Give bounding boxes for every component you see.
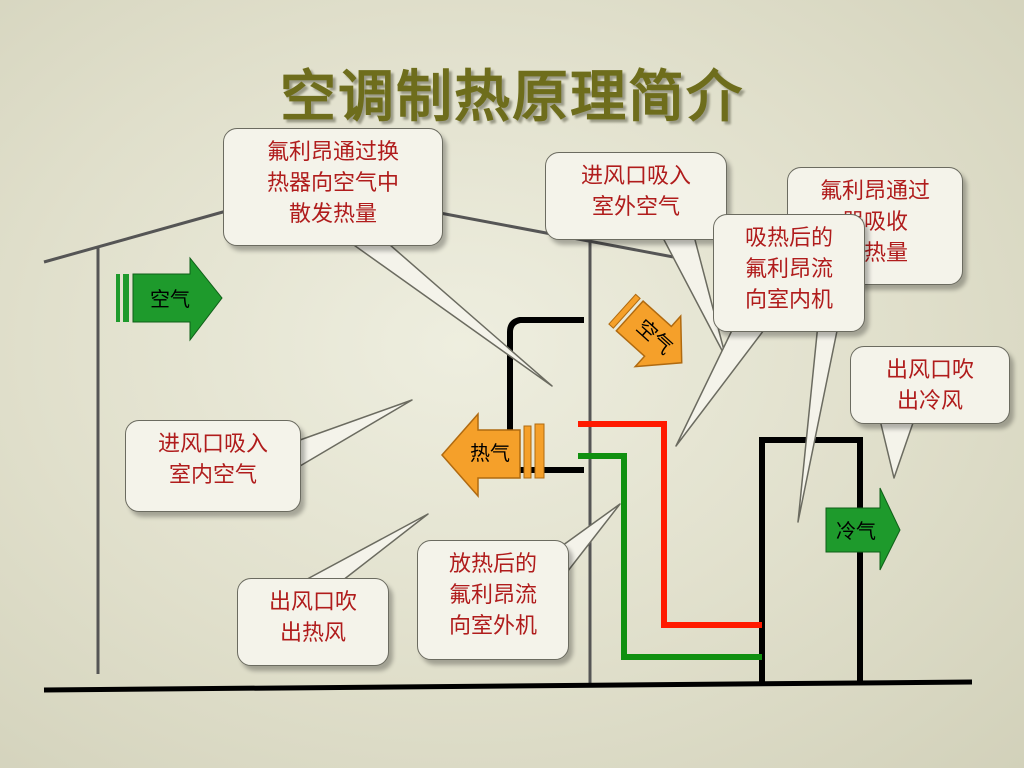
indoor-outlet-hot-callout: 出风口吹 出热风	[237, 578, 389, 666]
cold-refrigerant-pipe	[578, 453, 762, 660]
cold-air-label: 冷气	[836, 519, 876, 543]
outdoor-intake-callout: 进风口吸入 室外空气	[545, 152, 727, 240]
indoor-unit	[507, 317, 584, 473]
ground-line	[43, 679, 973, 693]
air-in-label: 空气	[150, 287, 190, 311]
refrigerant-release-heat-callout: 氟利昂通过换 热器向空气中 散发热量	[223, 128, 443, 246]
hot-air-arrow	[441, 412, 545, 498]
outdoor-unit	[759, 437, 863, 682]
cooled-refrigerant-flow-callout: 放热后的 氟利昂流 向室外机	[417, 540, 569, 660]
heated-refrigerant-flow-callout: 吸热后的 氟利昂流 向室内机	[713, 214, 865, 332]
hot-refrigerant-pipe	[578, 421, 762, 628]
page-title: 空调制热原理简介	[280, 64, 744, 130]
outdoor-air-arrow	[608, 293, 683, 368]
cold-air-arrow	[825, 487, 901, 571]
hot-air-label: 热气	[470, 441, 510, 465]
house-outline	[43, 208, 701, 684]
outdoor-outlet-cold-callout: 出风口吹 出冷风	[850, 346, 1010, 424]
air-in-arrow	[116, 256, 223, 342]
callout-tails	[297, 235, 915, 585]
indoor-intake-callout: 进风口吸入 室内空气	[125, 420, 301, 512]
